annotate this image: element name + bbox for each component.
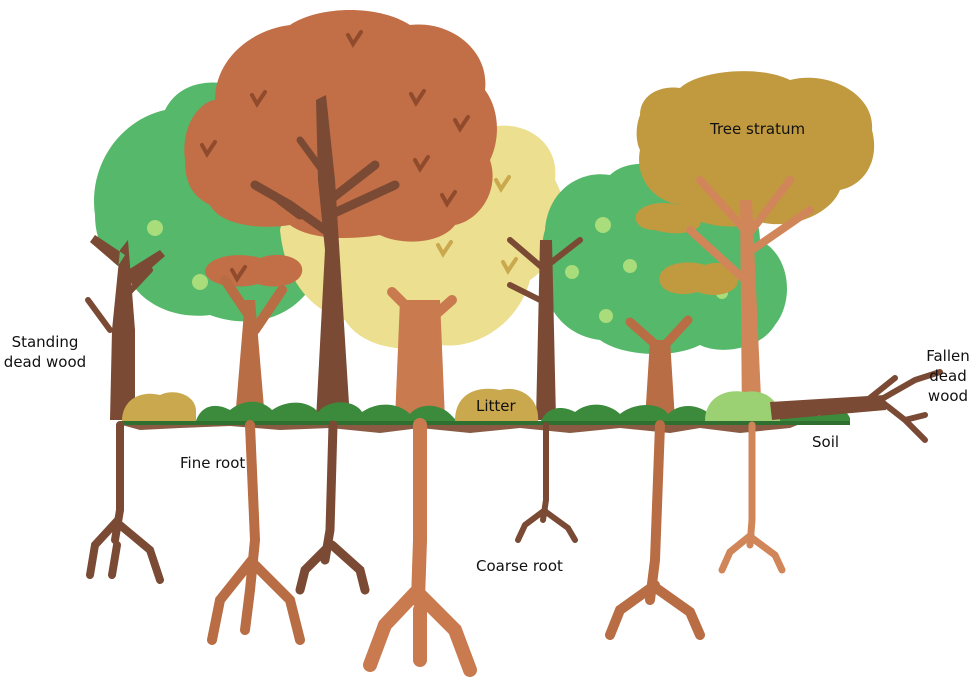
tall-orange-roots [722,425,782,570]
label-litter: Litter [476,396,516,416]
shrub-right [705,391,780,421]
label-coarse-root: Coarse root [476,556,563,576]
fruit-dot [147,220,163,236]
label-standing-dead-wood: Standing dead wood [2,332,88,372]
dark-tree-roots [300,425,365,590]
dead-tree-trunk [90,235,165,420]
ground-line [120,421,850,425]
label-soil: Soil [812,432,839,452]
label-fallen-dead-wood: Fallen dead wood [920,346,976,406]
fruit-dot [192,274,208,290]
soil-clumps [120,424,800,433]
right-center-roots [610,425,700,635]
fruit-dot [599,309,613,323]
center-coarse-roots [370,425,470,670]
label-tree-stratum: Tree stratum [710,119,805,139]
fruit-dot [565,265,579,279]
dead-tree-roots [90,425,160,580]
thin-dark-roots [518,425,575,540]
fruit-dot [595,217,611,233]
fruit-dot [623,259,637,273]
label-fine-root: Fine root [180,453,245,473]
